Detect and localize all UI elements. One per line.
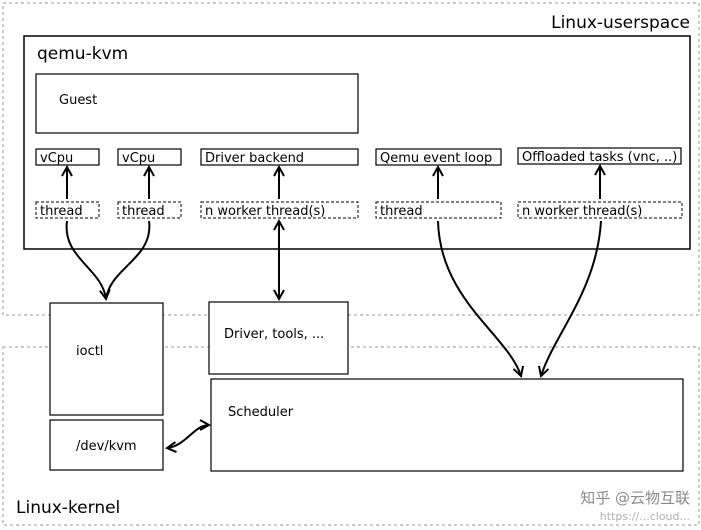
scheduler-box: [210, 378, 684, 472]
watermark-url: https://...cloud...: [600, 510, 690, 523]
thread-box-3: [200, 201, 359, 219]
thread-label-1: thread: [40, 204, 83, 219]
ioctl-box: [49, 302, 164, 416]
arrow-devkvm-scheduler: [167, 425, 209, 448]
qemu-kvm-title: qemu-kvm: [37, 44, 128, 64]
thread-label-5: n worker thread(s): [522, 204, 642, 219]
component-label-offloaded: Offloaded tasks (vnc, ..): [522, 150, 677, 165]
guest-box: [35, 73, 359, 134]
arrow-thread2-ioctl: [105, 220, 151, 300]
arrow-thread1-ioctl: [65, 220, 106, 299]
scheduler-label: Scheduler: [228, 405, 294, 420]
ioctl-label: ioctl: [76, 344, 103, 359]
devkvm-label: /dev/kvm: [76, 439, 137, 454]
driver-tools-box: [208, 301, 349, 375]
component-label-vcpu-1: vCpu: [40, 151, 73, 166]
arrow-eventloop-scheduler: [437, 220, 521, 376]
thread-box-1: [35, 201, 100, 219]
kernel-label: Linux-kernel: [16, 498, 120, 518]
component-label-vcpu-2: vCpu: [122, 151, 155, 166]
thread-label-4: thread: [380, 204, 423, 219]
thread-box-2: [117, 201, 182, 219]
component-label-driver-backend: Driver backend: [205, 151, 304, 166]
driver-tools-label: Driver, tools, ...: [224, 327, 324, 342]
guest-label: Guest: [59, 93, 97, 108]
thread-label-3: n worker thread(s): [205, 204, 325, 219]
watermark-brand: 知乎 @云物互联: [580, 489, 690, 507]
devkvm-box: [49, 419, 164, 471]
thread-label-2: thread: [122, 204, 165, 219]
arrow-workers-scheduler: [541, 220, 602, 376]
kernel-region: [2, 346, 700, 526]
thread-box-4: [375, 201, 502, 219]
component-label-event-loop: Qemu event loop: [380, 151, 492, 166]
thread-box-5: [517, 201, 683, 219]
qemu-kvm-box: [23, 35, 691, 250]
userspace-label: Linux-userspace: [551, 13, 690, 33]
userspace-region: [2, 2, 700, 316]
